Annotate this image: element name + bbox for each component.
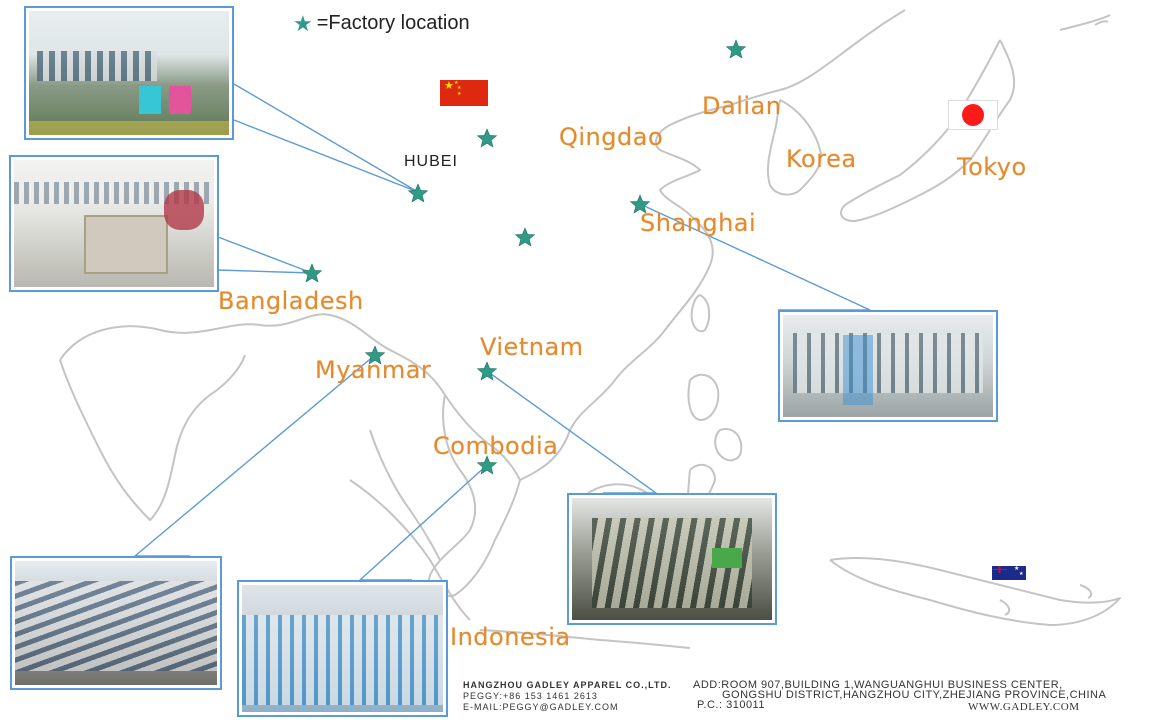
star-icon: ★ (293, 10, 313, 36)
footer-address-line2: GONGSHU DISTRICT,HANGZHOU CITY,ZHEJIANG … (722, 689, 1107, 701)
factory-photo-image (29, 11, 229, 135)
footer-company: HANGZHOU GADLEY APPAREL CO.,LTD. (463, 680, 672, 690)
label-hubei: HUBEI (404, 153, 458, 170)
footer-phone: PEGGY:+86 153 1461 2613 (463, 691, 598, 701)
label-tokyo: Tokyo (957, 153, 1027, 181)
legend: ★ =Factory location (293, 12, 470, 35)
factory-photo-bangladesh (9, 155, 219, 292)
factory-star-central (476, 128, 498, 148)
factory-star-south-china (514, 227, 536, 247)
footer-email: E-MAIL:PEGGY@GADLEY.COM (463, 702, 619, 712)
factory-star-bangladesh (301, 263, 323, 283)
factory-star-vietnam (476, 361, 498, 381)
factory-photo-image (242, 585, 443, 712)
factory-star-myanmar (364, 345, 386, 365)
factory-star-shanghai (629, 194, 651, 214)
factory-photo-hubei (24, 6, 234, 140)
factory-photo-image (783, 315, 993, 417)
legend-text: =Factory location (316, 12, 470, 34)
factory-star-north (725, 39, 747, 59)
factory-star-cambodia (476, 455, 498, 475)
factory-photo-image (14, 160, 214, 287)
factory-photo-myanmar (10, 556, 222, 690)
label-qingdao: Qingdao (559, 123, 664, 151)
footer-postcode: P.C.: 310011 (697, 699, 765, 711)
label-vietnam: Vietnam (480, 333, 584, 361)
label-indonesia: Indonesia (450, 623, 571, 651)
label-combodia: Combodia (433, 432, 559, 460)
factory-photo-cambodia (237, 580, 448, 717)
china-flag: ★ ★ ★ ★ (440, 80, 488, 106)
label-myanmar: Myanmar (315, 356, 432, 384)
japan-flag (948, 100, 998, 130)
factory-photo-shanghai (778, 310, 998, 422)
factory-photo-image (15, 561, 217, 685)
factory-photo-image (572, 498, 772, 620)
label-shanghai: Shanghai (640, 209, 757, 237)
factory-star-hubei (407, 183, 429, 203)
label-korea: Korea (786, 145, 857, 173)
factory-stars (301, 39, 747, 475)
australia-flag: ★ ★ (992, 566, 1026, 580)
footer-website: WWW.GADLEY.COM (968, 701, 1080, 713)
factory-photo-vietnam (567, 493, 777, 625)
label-bangladesh: Bangladesh (218, 287, 364, 315)
footer-address-line1: ADD:ROOM 907,BUILDING 1,WANGUANGHUI BUSI… (693, 679, 1063, 691)
label-dalian: Dalian (702, 92, 782, 120)
